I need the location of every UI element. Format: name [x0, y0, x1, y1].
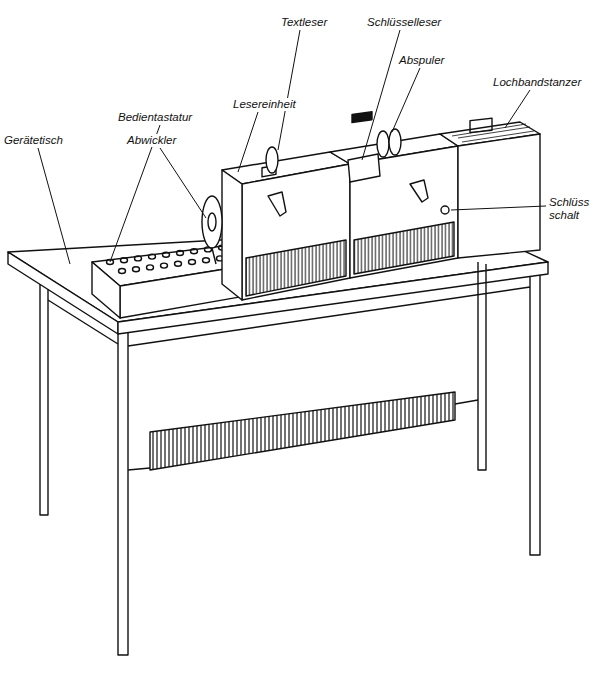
key-button	[133, 267, 140, 272]
key-button	[161, 263, 168, 268]
key-switch	[441, 206, 449, 214]
key-button	[163, 252, 170, 257]
key-button	[177, 251, 184, 256]
tape-reel	[266, 147, 278, 173]
part-label: Lesereinheit	[232, 98, 297, 111]
key-button	[135, 256, 142, 261]
part-label: Abwickler	[126, 134, 177, 147]
frame-rail	[128, 468, 150, 470]
keyboard-side	[92, 262, 120, 318]
reader-grille	[246, 240, 346, 296]
table-leg	[530, 275, 540, 555]
part-label: Schlüsselleser	[366, 16, 442, 29]
punch-front	[458, 134, 540, 258]
reel-hub	[208, 213, 216, 231]
key-button	[121, 258, 128, 263]
part-label: Textleser	[280, 16, 328, 29]
key-button	[175, 261, 182, 266]
vent-grille	[150, 392, 455, 470]
spool-reel	[389, 129, 401, 155]
lever	[410, 180, 428, 202]
part-label: Bedientastatur	[117, 111, 193, 124]
part-label: Lochbandstanzer	[492, 76, 582, 89]
reader-side	[222, 170, 242, 300]
part-label: Schlüss schalt	[548, 196, 594, 222]
key-button	[191, 249, 198, 254]
table-leg	[118, 333, 128, 655]
spool-reel	[377, 131, 389, 157]
key-button	[119, 269, 126, 274]
text-reader-lever	[268, 192, 286, 216]
punch-window	[470, 118, 492, 132]
reel-stand	[212, 248, 216, 264]
part-label: Gerätetisch	[3, 134, 64, 147]
key-button	[203, 258, 210, 263]
reader-front	[242, 164, 350, 300]
key-reader	[348, 154, 380, 182]
table-leg	[40, 284, 48, 515]
key-button	[189, 260, 196, 265]
key-button	[147, 265, 154, 270]
leader-lines	[38, 30, 546, 264]
frame-rail	[455, 400, 478, 404]
part-label: Abspuler	[398, 54, 445, 67]
key-reader-slot	[352, 112, 372, 123]
unwinder-reel	[202, 196, 222, 248]
key-button	[149, 254, 156, 259]
keyreader-grille	[354, 222, 454, 274]
